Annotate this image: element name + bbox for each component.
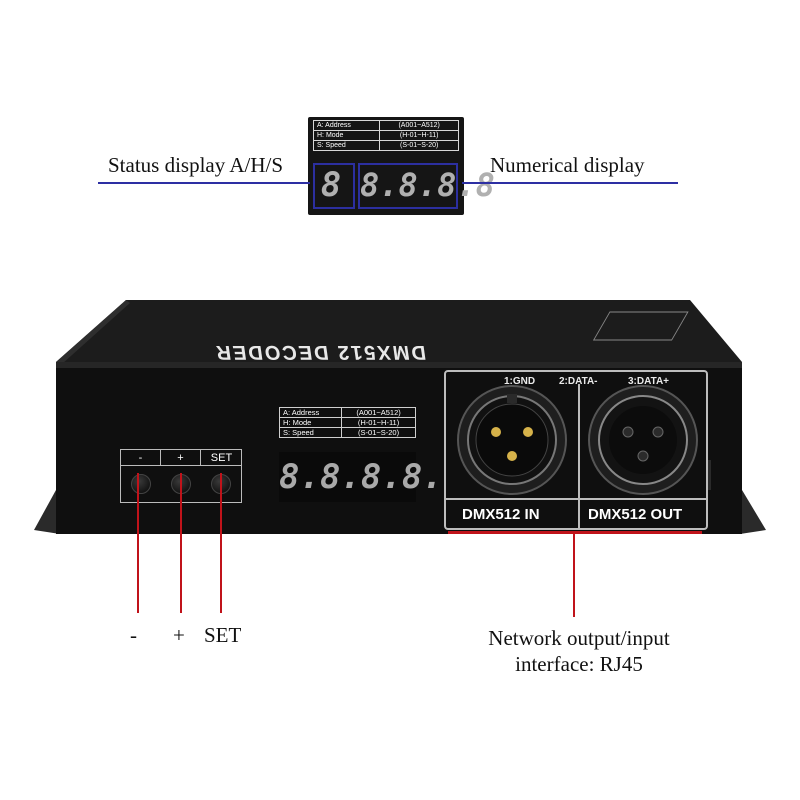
- pin-gnd-label: 1:GND: [504, 376, 536, 387]
- plus-header: +: [161, 450, 201, 466]
- xlr-connectors-svg: [457, 385, 698, 495]
- device-mode-label: H: Mode: [278, 417, 343, 428]
- device-mode-range: (H-01~H-11): [341, 417, 416, 428]
- device-address-range: (A001~A512): [341, 407, 416, 418]
- numerical-callout-line: [462, 182, 678, 184]
- set-label: SET: [204, 623, 242, 647]
- set-header: SET: [201, 450, 242, 466]
- left-flange: [34, 490, 60, 534]
- device-display-digits: 8.8.8.8.: [279, 457, 443, 497]
- top-face: [56, 300, 742, 362]
- rj45-callout-line: [573, 531, 575, 617]
- xlr-label-divider: [446, 498, 706, 500]
- device-speed-range: (S-01~S-20): [341, 427, 416, 438]
- status-display-callout: Status display A/H/S: [108, 153, 284, 177]
- status-digit-box: 8: [313, 163, 355, 209]
- xlr-connector-panel: 1:GND 2:DATA- 3:DATA+ DMX512 IN DMX512 O…: [444, 370, 708, 530]
- mode-legend-table: A: Address (A001~A512) H: Mode (H-01~H-1…: [312, 120, 459, 151]
- plus-label: +: [173, 623, 185, 647]
- legend-speed-label: S: Speed: [312, 140, 381, 151]
- dmx-in-xlr-male-connector: [457, 385, 567, 495]
- pin-data-minus-label: 2:DATA-: [559, 376, 598, 387]
- legend-speed-range: (S-01~S-20): [379, 140, 459, 151]
- minus-header: -: [121, 450, 161, 466]
- device-mode-table: A: Address (A001~A512) H: Mode (H-01~H-1…: [278, 407, 416, 438]
- device-led-display: 8.8.8.8.: [279, 452, 443, 502]
- network-interface-label-line2: interface: RJ45: [515, 652, 643, 676]
- plus-callout-line: [180, 473, 182, 613]
- status-callout-line: [98, 182, 310, 184]
- vent-grille: [708, 460, 711, 490]
- top-right-label-plate: [592, 311, 689, 341]
- rj45-bracket-line: [448, 531, 702, 534]
- minus-callout-line: [137, 473, 139, 613]
- dmx-out-label: DMX512 OUT: [588, 506, 683, 523]
- status-digit: 8: [320, 165, 348, 205]
- set-callout-line: [220, 473, 222, 613]
- right-flange: [740, 490, 766, 534]
- minus-label: -: [130, 623, 137, 647]
- device-address-label: A: Address: [278, 407, 343, 418]
- network-interface-label-line1: Network output/input: [488, 626, 670, 650]
- numerical-display-callout: Numerical display: [490, 153, 645, 177]
- dmx-out-xlr-female-connector: [588, 385, 698, 495]
- device-speed-label: S: Speed: [278, 427, 343, 438]
- pin-data-plus-label: 3:DATA+: [628, 376, 670, 387]
- xlr-divider: [578, 384, 580, 530]
- dmx-in-label: DMX512 IN: [462, 506, 540, 523]
- minus-button[interactable]: [131, 474, 151, 494]
- top-product-label: DMX512 DECODER: [212, 341, 428, 363]
